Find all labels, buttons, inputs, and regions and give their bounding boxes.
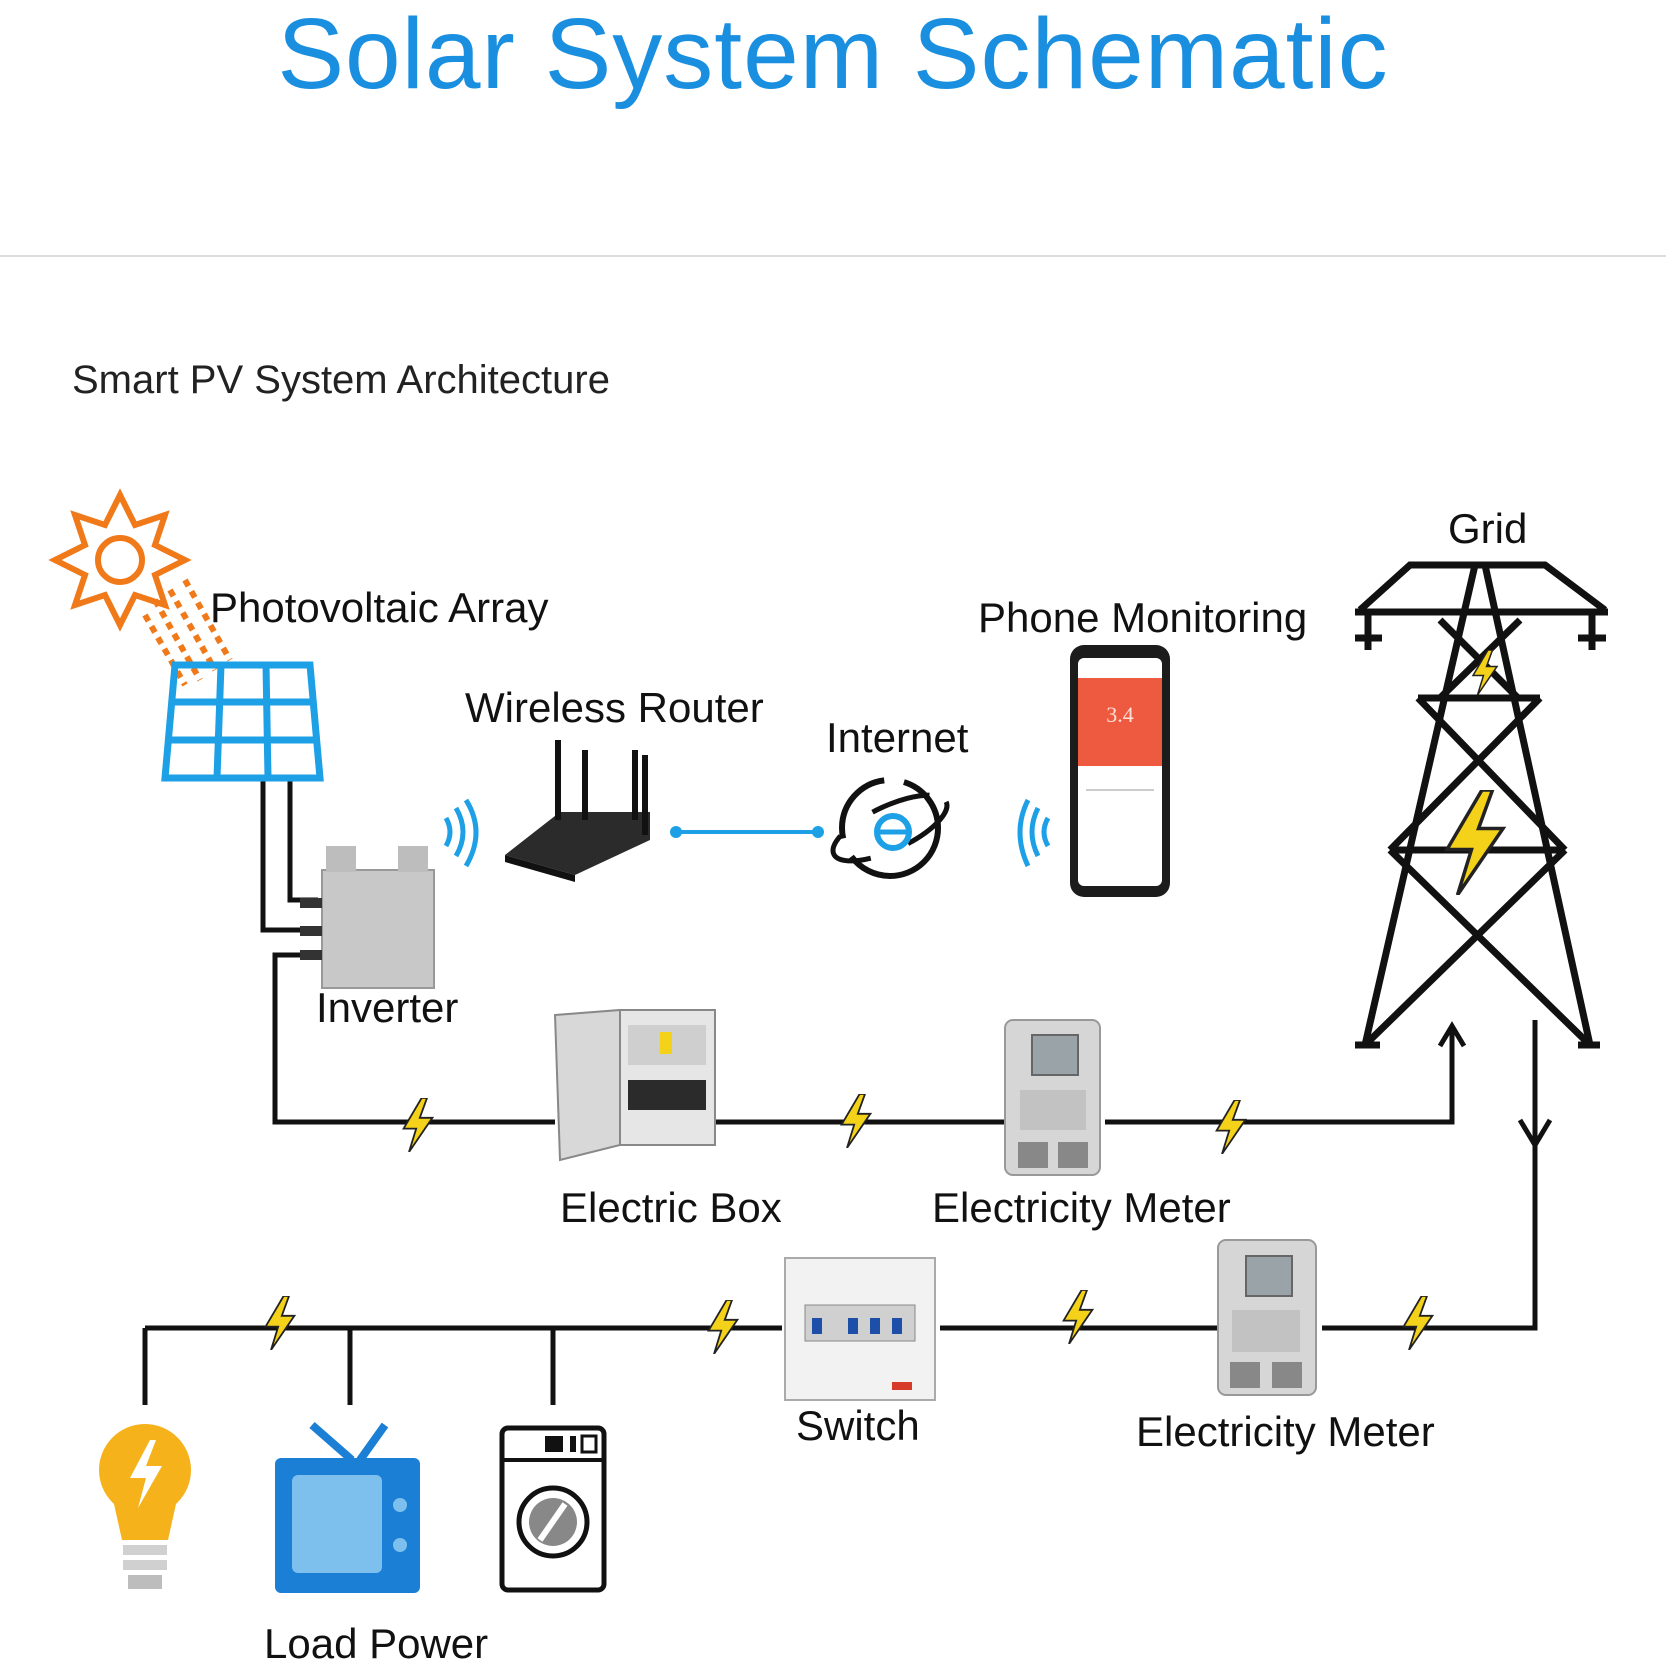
- washing-machine-icon: [499, 1425, 607, 1593]
- network-link: [670, 826, 824, 838]
- electric-box-icon: [553, 1008, 716, 1162]
- label-electricity-meter-2: Electricity Meter: [1136, 1408, 1435, 1455]
- label-router: Wireless Router: [465, 684, 764, 731]
- tv-icon: [275, 1421, 420, 1593]
- label-inverter: Inverter: [316, 984, 459, 1031]
- electricity-meter-icon: [1004, 1019, 1101, 1176]
- label-load-power: Load Power: [264, 1620, 489, 1667]
- label-grid: Grid: [1448, 505, 1528, 552]
- phone-icon: 3.4: [1070, 645, 1170, 897]
- header-divider: [0, 255, 1666, 257]
- router-icon: [505, 740, 650, 882]
- page-title: Solar System Schematic: [277, 0, 1389, 110]
- grid-bolt-icon: [1445, 790, 1505, 895]
- solar-panel-icon: [161, 661, 324, 782]
- label-electricity-meter-1: Electricity Meter: [932, 1184, 1231, 1231]
- light-bulb-icon: [99, 1424, 191, 1589]
- label-internet: Internet: [826, 714, 969, 761]
- inverter-icon: [300, 846, 435, 989]
- label-phone-monitoring: Phone Monitoring: [978, 594, 1308, 641]
- electricity-meter-icon: [1217, 1239, 1317, 1396]
- switch-icon: [784, 1257, 936, 1401]
- internet-icon: [830, 777, 950, 879]
- diagram-subtitle: Smart PV System Architecture: [72, 358, 610, 402]
- label-electric-box: Electric Box: [560, 1184, 782, 1231]
- phone-screen-value: 3.4: [1106, 702, 1134, 727]
- wifi-signal-icon: [443, 798, 479, 868]
- grid-tower-icon: [1355, 561, 1608, 1049]
- sun-icon: [48, 488, 233, 687]
- wiring: [142, 780, 1553, 1405]
- wifi-signal-icon: [1017, 798, 1051, 868]
- label-switch: Switch: [796, 1402, 920, 1449]
- label-pv-array: Photovoltaic Array: [210, 584, 549, 631]
